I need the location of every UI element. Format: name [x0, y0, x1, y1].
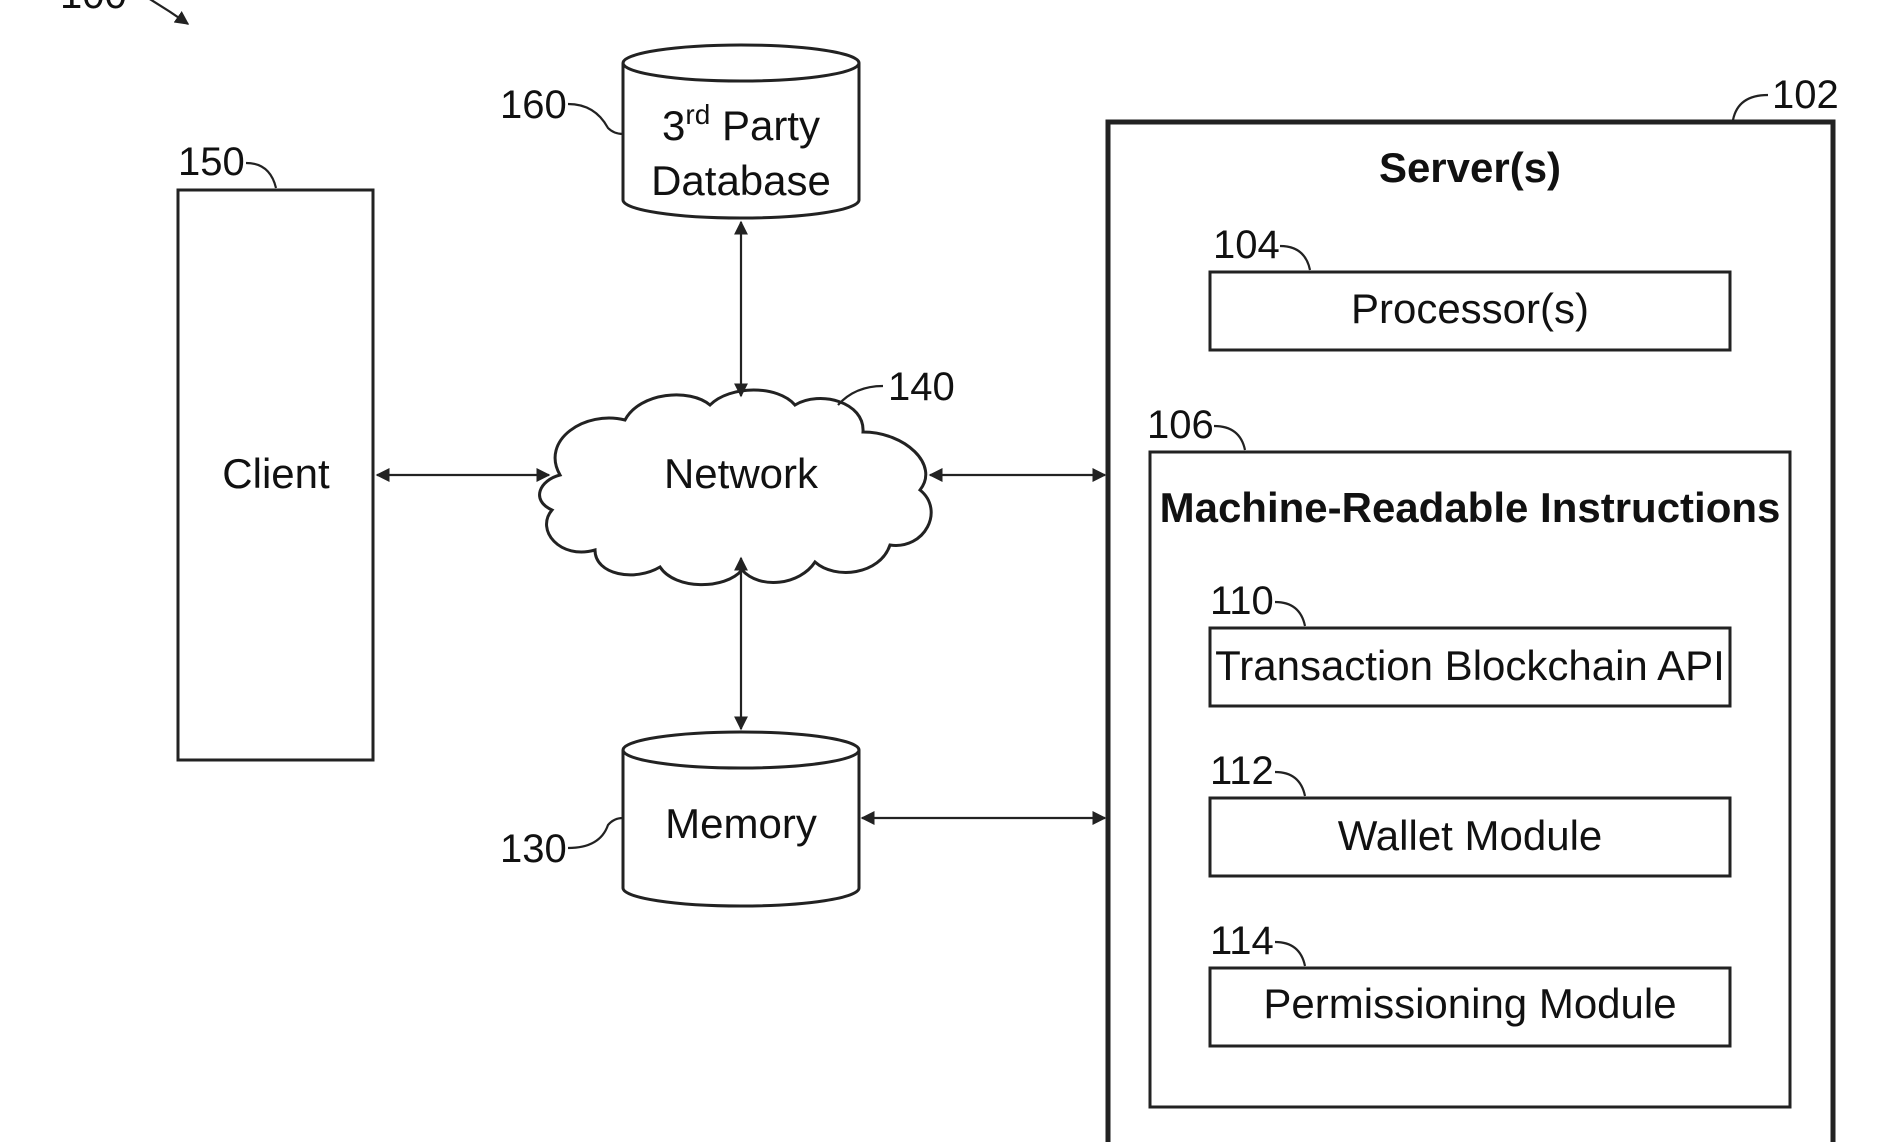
- module-ref-leader: [1275, 772, 1305, 796]
- network-node: Network 140: [540, 365, 955, 585]
- module-ref-leader: [1275, 942, 1305, 966]
- module-label: Permissioning Module: [1263, 980, 1676, 1027]
- memory-ref: 130: [500, 827, 567, 871]
- figure-ref-arrow: [148, 0, 188, 24]
- server-ref-leader: [1733, 95, 1768, 120]
- instructions-title: Machine-Readable Instructions: [1160, 484, 1781, 531]
- instructions-ref-leader: [1214, 426, 1245, 450]
- processor-ref-leader: [1280, 246, 1310, 270]
- client-label: Client: [222, 450, 330, 497]
- third-party-database-label-line2: Database: [651, 157, 831, 204]
- server-title: Server(s): [1379, 144, 1561, 191]
- third-party-database-ref: 160: [500, 83, 567, 127]
- module-wallet: Wallet Module 112: [1210, 749, 1730, 876]
- processor-node: Processor(s) 104: [1210, 223, 1730, 350]
- third-party-database-node: 3rd Party Database 160: [500, 45, 859, 218]
- client-node: Client 150: [178, 140, 373, 760]
- third-party-database-ref-leader: [568, 104, 623, 134]
- instructions-node: Machine-Readable Instructions 106 Transa…: [1147, 403, 1790, 1107]
- server-node: Server(s) 102 Processor(s) 104 Machine-R…: [1108, 73, 1839, 1142]
- processor-ref: 104: [1213, 223, 1280, 267]
- network-label: Network: [664, 450, 819, 497]
- client-ref-leader: [246, 163, 276, 188]
- module-label: Transaction Blockchain API: [1215, 642, 1725, 689]
- memory-node: Memory 130: [500, 732, 859, 906]
- module-ref: 110: [1210, 579, 1274, 623]
- module-label: Wallet Module: [1338, 812, 1603, 859]
- module-ref: 114: [1210, 919, 1274, 963]
- memory-ref-leader: [568, 818, 623, 848]
- module-ref: 112: [1210, 749, 1274, 793]
- network-ref-leader: [838, 386, 883, 405]
- processor-label: Processor(s): [1351, 285, 1589, 332]
- module-permissioning: Permissioning Module 114: [1210, 919, 1730, 1046]
- module-ref-leader: [1275, 602, 1305, 626]
- figure-ref: 100: [60, 0, 127, 17]
- memory-label: Memory: [665, 800, 817, 847]
- instructions-ref: 106: [1147, 403, 1214, 447]
- network-ref: 140: [888, 365, 955, 409]
- module-transaction-blockchain-api: Transaction Blockchain API 110: [1210, 579, 1730, 706]
- server-ref: 102: [1772, 73, 1839, 117]
- client-ref: 150: [178, 140, 245, 184]
